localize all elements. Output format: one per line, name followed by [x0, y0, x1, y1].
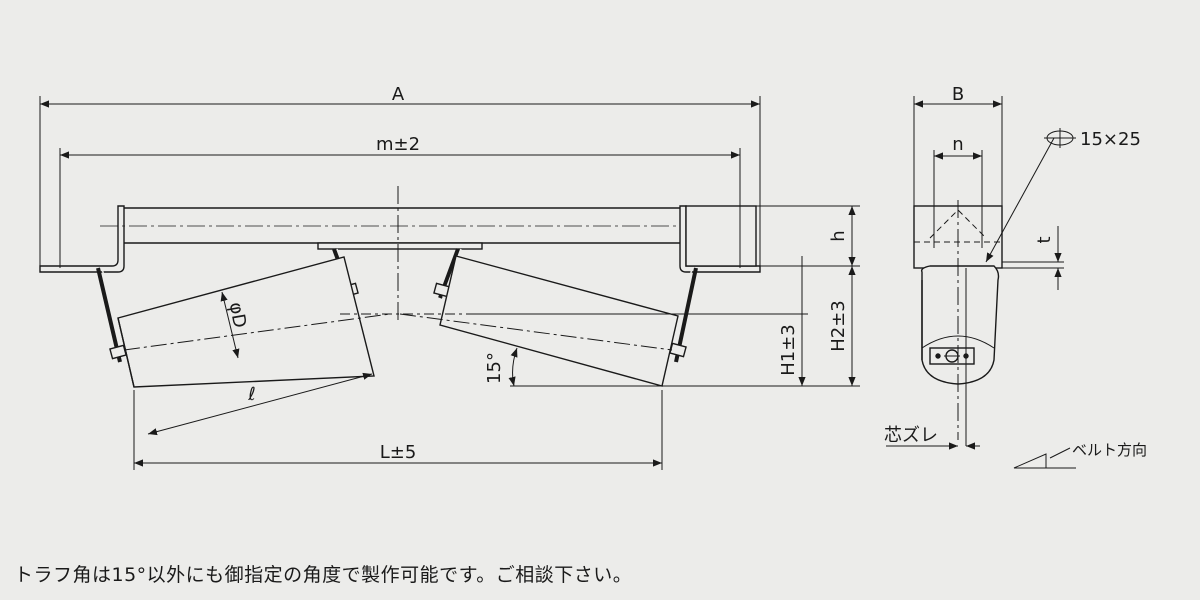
- dimension-B: [913, 96, 1003, 206]
- label-belt-direction: ベルト方向: [1072, 441, 1147, 459]
- side-view: [886, 96, 1076, 469]
- label-n: n: [952, 134, 963, 155]
- dimension-m: [59, 148, 741, 268]
- label-angle: 15°: [484, 352, 505, 384]
- label-offset: 芯ズレ: [884, 425, 938, 446]
- label-slot: 15×25: [1080, 129, 1141, 150]
- left-roll-assembly: [96, 248, 391, 388]
- label-L: L±5: [380, 442, 417, 463]
- front-view: [39, 96, 860, 470]
- belt-direction-icon: [1013, 447, 1076, 469]
- right-roll-assembly: [399, 248, 698, 387]
- frame-beam: [39, 205, 761, 273]
- dimension-heights: [470, 205, 860, 387]
- label-H2: H2±3: [828, 300, 849, 352]
- right-roll: [439, 255, 679, 387]
- label-phiD: φD: [225, 301, 250, 330]
- footnote-caption: トラフ角は15°以外にも御指定の角度で製作可能です。ご相談下さい。: [14, 564, 633, 586]
- label-m: m±2: [376, 134, 420, 155]
- dimension-ell: [147, 372, 373, 436]
- slot-leader: [985, 128, 1076, 263]
- dimension-phiD: [220, 291, 240, 359]
- label-H1: H1±3: [778, 324, 799, 376]
- dimension-angle: [508, 347, 800, 387]
- label-ell: ℓ: [247, 384, 255, 405]
- label-A: A: [392, 84, 405, 105]
- dimension-L: [133, 390, 663, 470]
- label-h: h: [828, 230, 849, 241]
- label-B: B: [952, 84, 964, 105]
- dimension-n: [933, 150, 983, 248]
- dimension-A: [39, 96, 761, 266]
- label-t: t: [1034, 236, 1055, 243]
